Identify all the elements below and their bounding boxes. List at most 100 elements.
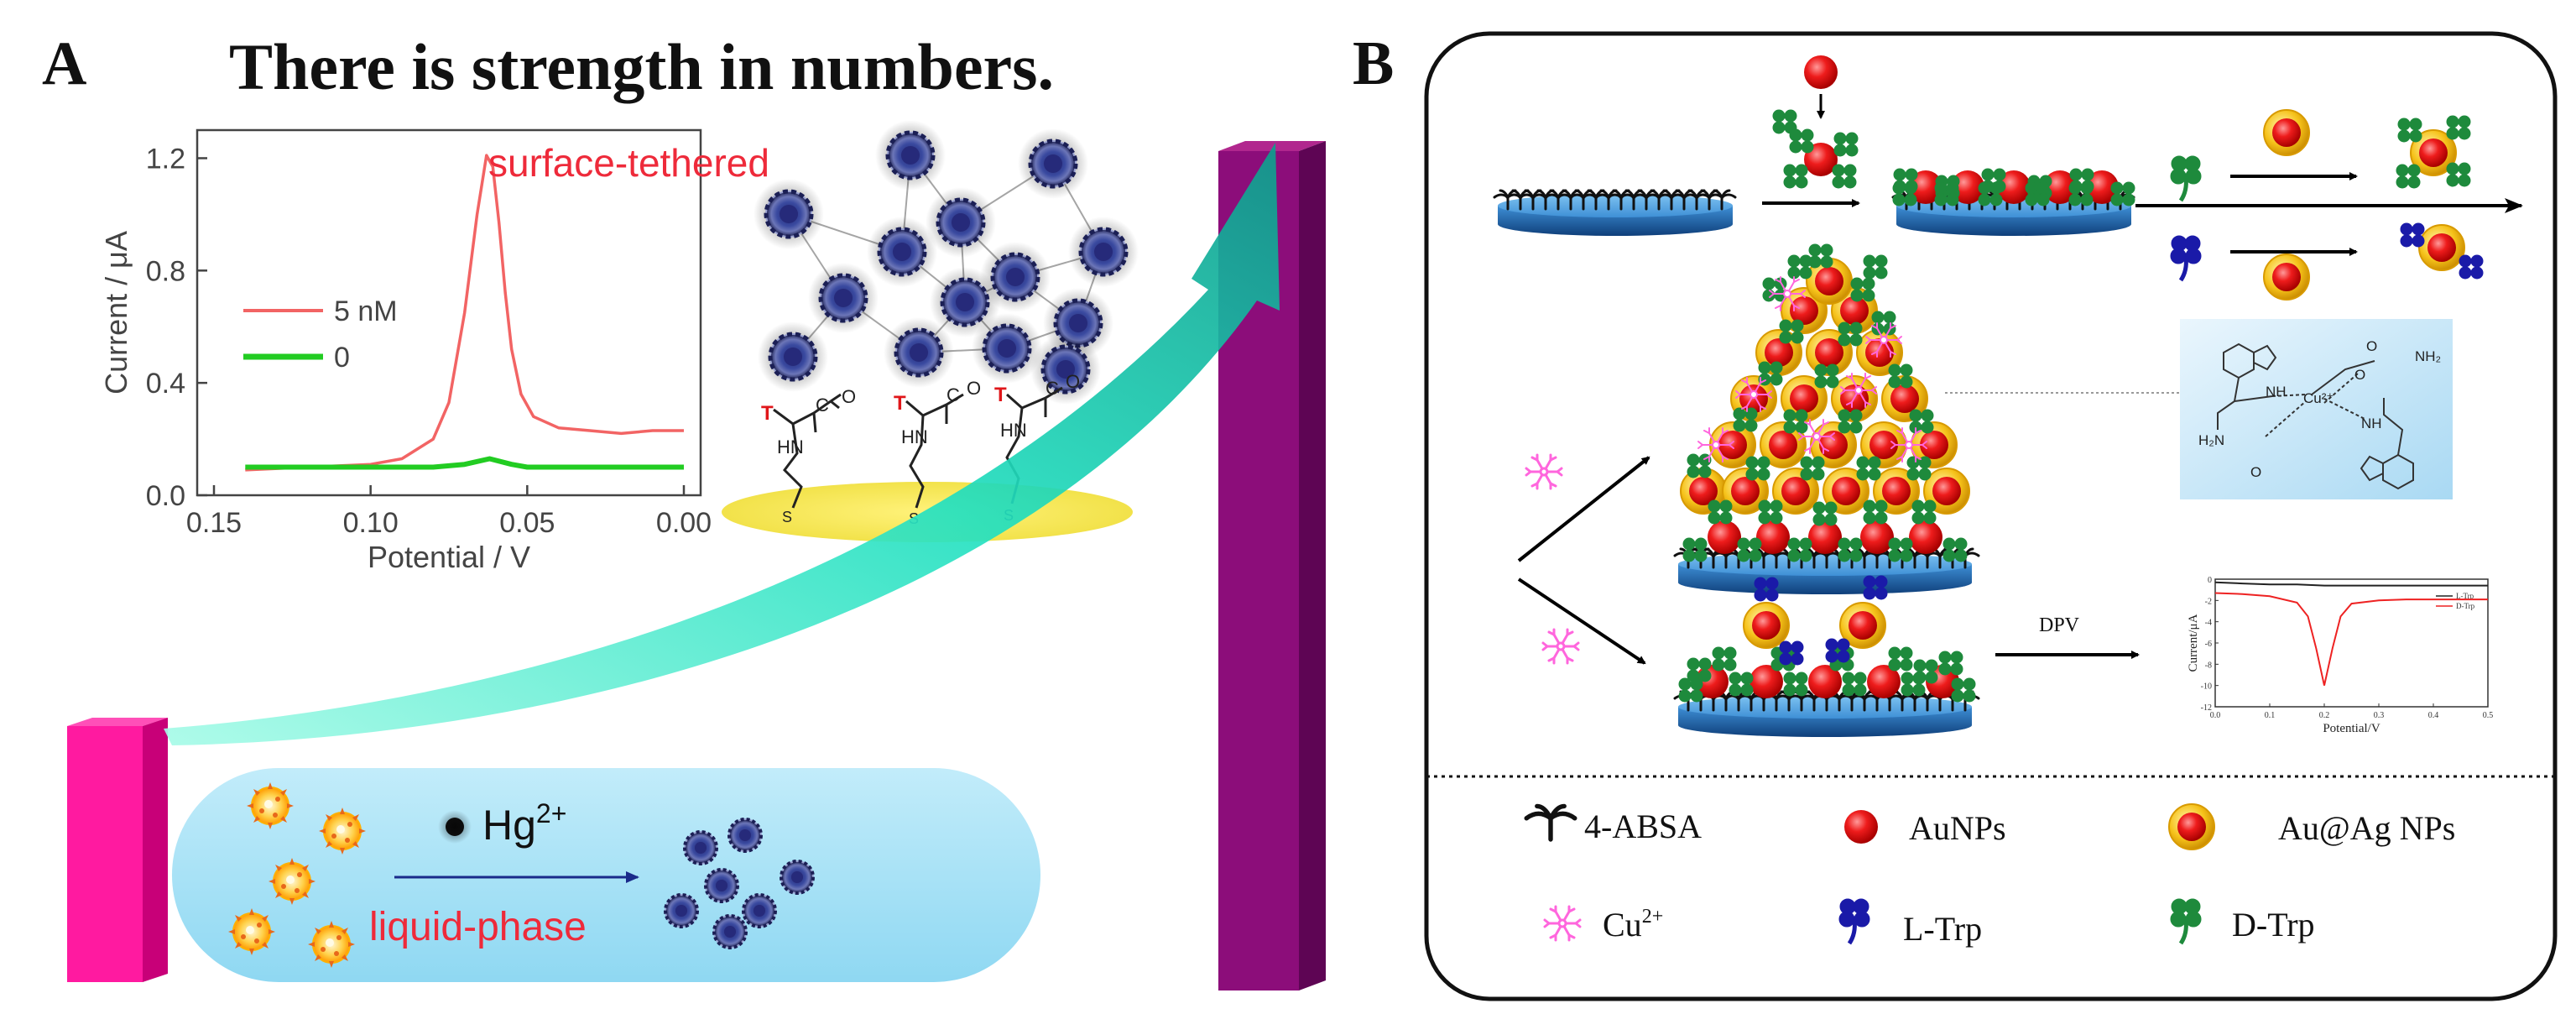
chart-a-ytick-label: 0.0 <box>146 480 185 512</box>
aunp <box>1860 520 1894 554</box>
legend-ltrp: L-Trp <box>1839 899 1982 948</box>
chart-a-legend-label: 0 <box>334 342 350 374</box>
electrode-disc-aunp <box>1891 168 2135 236</box>
legend-label: Cu <box>1603 906 1642 943</box>
chart-a-xtick-label: 0.15 <box>186 507 242 539</box>
hg-ion-label: Hg2+ <box>482 798 566 849</box>
svg-text:Cu2+: Cu2+ <box>1603 906 1663 943</box>
chart-b-legend-label: D-Trp <box>2456 602 2475 610</box>
legend-label: Au@Ag NPs <box>2278 809 2455 847</box>
chart-b-xtick-label: 0.0 <box>2210 711 2221 720</box>
aunp <box>1909 520 1942 554</box>
nanoparticle <box>1068 217 1139 287</box>
linker-atom: C <box>1046 378 1059 399</box>
surface-tethered-label: surface-tethered <box>488 141 769 185</box>
linker-atom: HN <box>901 426 928 447</box>
chart-b-series-line <box>2214 592 2488 686</box>
nanoparticle <box>808 263 879 333</box>
tall-purple-bar <box>1218 141 1326 990</box>
dpv-label: DPV <box>2039 614 2080 636</box>
linker-letter: T <box>894 392 906 415</box>
chart-a-ytick-label: 0.4 <box>146 368 185 400</box>
chart-b-xtick-label: 0.2 <box>2319 711 2330 720</box>
electrode-disc-selective <box>1673 690 1980 737</box>
chart-a-ylabel: Current / μA <box>99 231 133 395</box>
chart-b-ytick-label: -6 <box>2205 640 2212 649</box>
chart-a-ytick-label: 1.2 <box>146 143 185 175</box>
linker-chains: T C O HN S T C O HN S T C O HN S <box>761 371 1080 527</box>
nanoparticle <box>1018 128 1088 199</box>
linker-atom: O <box>842 386 856 407</box>
complex-label: NH <box>2361 416 2382 431</box>
dispersed-nanoparticle <box>307 920 356 969</box>
chart-b-xtick-label: 0.1 <box>2265 711 2276 720</box>
liquid-phase-capsule: Hg2+ liquid-phase <box>172 768 1040 982</box>
linker-atom: O <box>967 378 981 399</box>
chart-a-xtick-label: 0.05 <box>499 507 555 539</box>
chart-b-legend-label: L-Trp <box>2456 592 2474 600</box>
linker-atom: HN <box>777 436 804 457</box>
complex-label: O <box>2250 464 2261 480</box>
nanoparticle <box>867 217 937 287</box>
panel-b-letter: B <box>1353 29 1394 98</box>
nanoparticle <box>1030 334 1101 405</box>
auag-icon <box>2168 803 2215 850</box>
linker-atom: C <box>816 395 829 416</box>
chart-b-ytick-label: -12 <box>2201 703 2212 713</box>
chart-a-xlabel: Potential / V <box>368 540 530 574</box>
short-pink-bar <box>67 718 168 982</box>
legend: 4-ABSA AuNPs Au@Ag NPs Cu2+ L-Trp D-Trp <box>1526 803 2455 948</box>
legend-dtrp: D-Trp <box>2171 899 2315 943</box>
panel-a-letter: A <box>42 29 86 98</box>
aunp <box>1708 520 1741 554</box>
aggregated-nanoparticle <box>682 829 719 866</box>
nanoparticle <box>884 317 954 388</box>
complex-label: Cu²⁺ <box>2303 390 2334 406</box>
chart-a-xtick-label: 0.10 <box>343 507 399 539</box>
aggregated-nanoparticle <box>779 859 816 896</box>
chart-a-frame <box>196 128 702 497</box>
legend-aunps: AuNPs <box>1844 809 2006 847</box>
aggregated-nanoparticle <box>727 817 764 854</box>
dispersed-nanoparticle <box>318 807 367 855</box>
electrode-disc-bare <box>1493 189 1737 236</box>
linker-atom: HN <box>1000 420 1027 441</box>
aunp-binding-illustration <box>1772 55 1859 189</box>
chart-a-series-line <box>245 154 684 472</box>
legend-label: L-Trp <box>1903 910 1982 948</box>
chart-b-ytick-label: -4 <box>2205 619 2212 628</box>
d-trp-binding-row <box>2171 109 2471 201</box>
chart-b-series-line <box>2214 581 2488 587</box>
cu-trp-complex: NH Cu²⁺ H₂N NH₂ NH O O O <box>2180 319 2453 499</box>
nanoparticle <box>754 179 824 249</box>
aggregated-nanoparticle <box>741 892 778 929</box>
legend-label-sup: 2+ <box>1642 906 1664 928</box>
chart-b-ytick-label: -2 <box>2205 597 2212 606</box>
chart-b-ytick-label: -10 <box>2201 682 2212 692</box>
aunp <box>1756 520 1790 554</box>
branch-arrow-down <box>1517 578 1646 665</box>
panel-a-headline: There is strength in numbers. <box>229 30 1054 103</box>
chart-b-ytick-label: -8 <box>2205 661 2212 670</box>
liquid-phase-label: liquid-phase <box>369 905 587 949</box>
dispersed-nanoparticle <box>246 781 295 830</box>
chart-b-ytick-label: 0 <box>2208 576 2212 585</box>
dispersed-nanoparticle <box>227 907 276 956</box>
linker-atom: O <box>1066 371 1080 392</box>
chart-a-xtick-label: 0.00 <box>656 507 712 539</box>
branch-arrow-up <box>1517 456 1650 562</box>
complex-label: O <box>2366 338 2377 354</box>
chart-b-xtick-label: 0.5 <box>2483 711 2494 720</box>
l-trp-binding-row <box>2171 222 2484 301</box>
disc-top <box>1498 194 1733 217</box>
panel-a: A There is strength in numbers. 0.0 0.4 0.… <box>42 29 1326 990</box>
aggregated-nanoparticle <box>703 867 740 904</box>
panel-b: B <box>1353 29 2558 1001</box>
legend-absa: 4-ABSA <box>1526 806 1702 845</box>
nanoparticle <box>758 321 828 392</box>
aunp-icon <box>1844 810 1878 844</box>
complex-label: O <box>2354 367 2365 383</box>
complex-label: NH <box>2266 384 2287 400</box>
complex-label: NH₂ <box>2415 348 2441 364</box>
